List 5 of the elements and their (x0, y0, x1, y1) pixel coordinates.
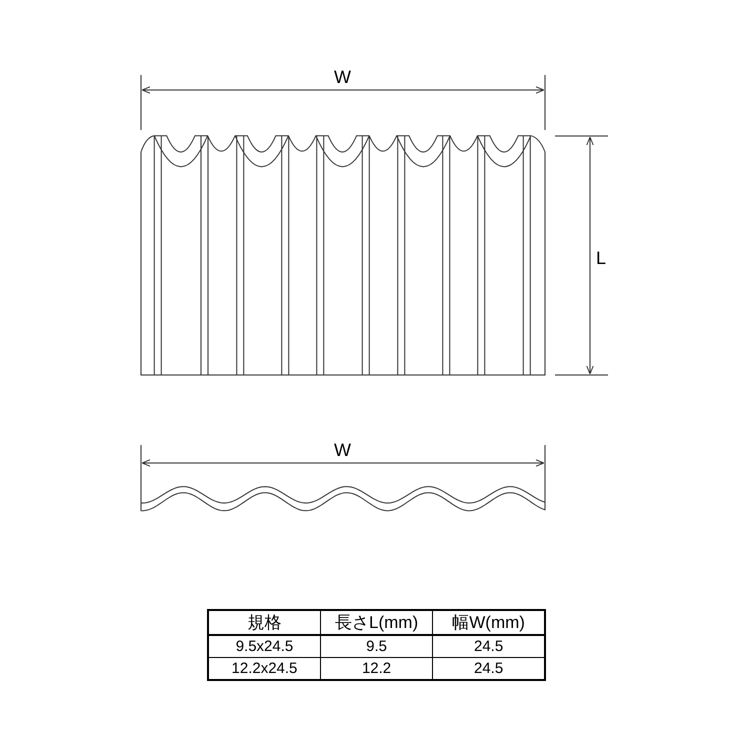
table-cell: 9.5 (320, 635, 433, 658)
dimension-label: W (334, 441, 351, 459)
dimension-label: W (334, 68, 351, 86)
table-cell: 9.5x24.5 (208, 635, 320, 658)
dimension-label: L (596, 249, 606, 267)
